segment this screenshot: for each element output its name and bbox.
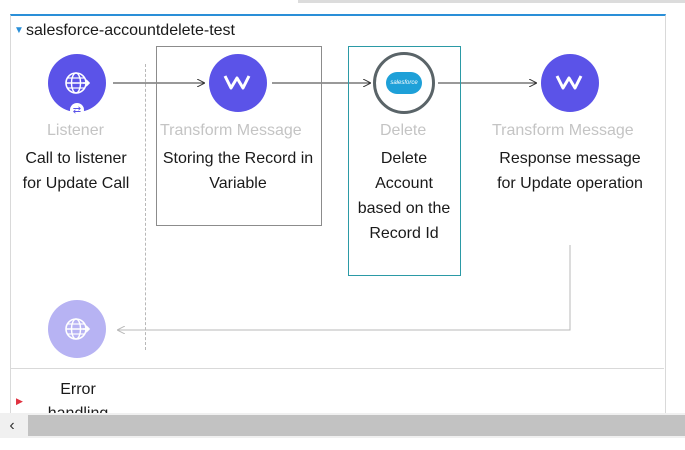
flow-title: salesforce-accountdelete-test — [26, 22, 235, 39]
component-description: Storing the Record in Variable — [162, 150, 314, 192]
scroll-thumb[interactable] — [28, 415, 685, 436]
transform-message-component[interactable] — [209, 54, 267, 112]
component-type: Delete — [380, 122, 427, 139]
collapse-arrow-icon[interactable]: ▼ — [14, 24, 24, 36]
tab-edge — [298, 0, 685, 3]
globe-icon — [65, 72, 91, 94]
source-indicator-icon: ⇄ — [70, 103, 84, 117]
transform-icon — [555, 75, 583, 90]
bottom-pad — [0, 438, 685, 450]
component-type: Transform Message — [492, 122, 634, 139]
component-type: Transform Message — [160, 122, 302, 139]
component-type: Listener — [47, 122, 104, 139]
delete-selection — [348, 46, 461, 276]
globe-icon — [65, 318, 91, 340]
scroll-left-icon[interactable]: ‹ — [9, 416, 15, 434]
component-description: Call to listener for Update Call — [22, 150, 130, 192]
source-divider — [145, 64, 146, 350]
transform-message-selection — [156, 46, 322, 226]
component-description: Response message for Update operation — [497, 150, 643, 192]
top-strip — [0, 0, 685, 4]
salesforce-icon: salesforce — [386, 72, 422, 94]
listener-response[interactable] — [48, 300, 106, 358]
expand-arrow-icon[interactable]: ▶ — [16, 396, 23, 406]
horizontal-scrollbar[interactable]: ‹ — [0, 413, 685, 438]
transform-icon — [223, 75, 251, 90]
flow-header[interactable]: ▼ salesforce-accountdelete-test — [14, 20, 235, 42]
error-handling-section: ▶ Error handling — [10, 368, 664, 422]
salesforce-logo-text: salesforce — [390, 80, 418, 86]
delete-component[interactable]: salesforce — [373, 52, 435, 114]
listener-component[interactable] — [48, 54, 106, 112]
transform-message-component[interactable] — [541, 54, 599, 112]
component-description: Delete Account based on the Record Id — [357, 150, 451, 242]
